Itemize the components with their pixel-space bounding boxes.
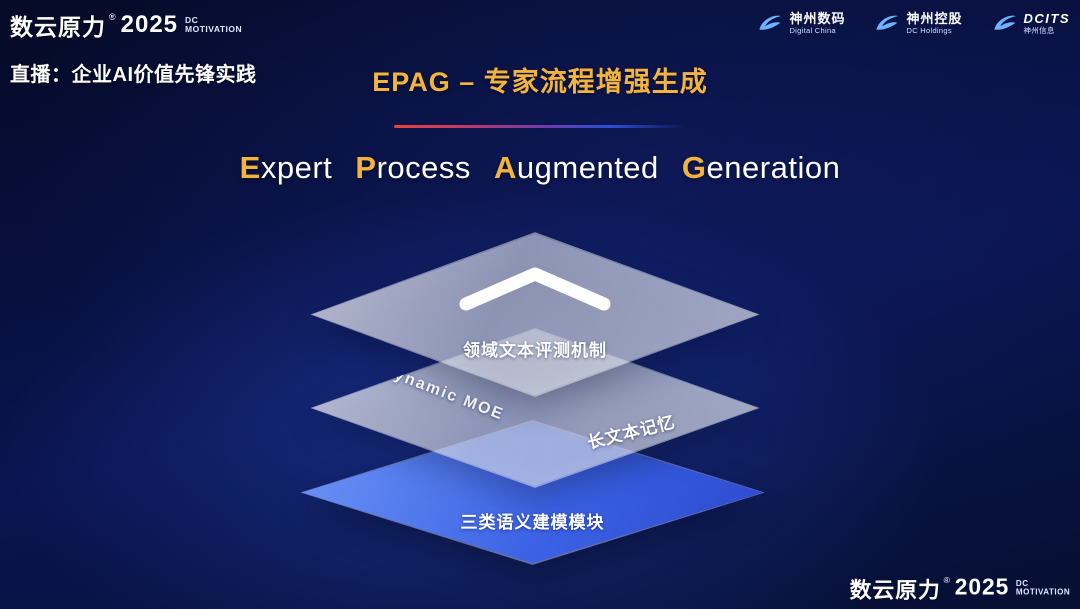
logo-digital-china: 神州数码 Digital China <box>756 10 845 37</box>
brand-tag-top: DC <box>185 15 199 26</box>
brand-logo-footer: 数云原力® 2025 DC MOTIVATION <box>849 572 1070 604</box>
live-stream-label: 直播：企业AI价值先锋实践 <box>10 64 257 86</box>
swoosh-icon <box>993 15 1016 30</box>
brand-name: 数云原力 <box>849 577 941 603</box>
subtitle: Expert Process Augmented Generation <box>0 150 1080 186</box>
brand-tagline: DC MOTIVATION <box>1016 579 1070 596</box>
layer-evaluation: 领域文本评测机制 <box>310 232 760 397</box>
page-title: EPAG – 专家流程增强生成 <box>372 67 708 97</box>
company-logos: 神州数码 Digital China 神州控股 DC Holdings DCIT… <box>756 10 1070 37</box>
brand-tagline: DC MOTIVATION <box>185 16 242 34</box>
subtitle-word: Process <box>355 150 471 185</box>
swoosh-icon <box>876 15 899 30</box>
logo-en-name: Digital China <box>789 25 836 35</box>
brand-registered-mark: ® <box>943 575 950 586</box>
logo-en-name: DCITS <box>1023 10 1070 26</box>
logo-en-name: DC Holdings <box>906 25 952 35</box>
brand-name: 数云原力 <box>10 14 106 40</box>
brand-logo-topleft: 数云原力® 2025 DC MOTIVATION <box>10 8 242 42</box>
brand-tag-top: DC <box>1015 578 1029 588</box>
brand-tag-bottom: MOTIVATION <box>185 24 243 34</box>
brand-registered-mark: ® <box>109 12 116 22</box>
layer-label-evaluation: 领域文本评测机制 <box>463 341 607 360</box>
layer-label-semantic-modules: 三类语义建模模块 <box>460 513 605 532</box>
swoosh-icon <box>759 15 782 30</box>
gradient-divider <box>394 125 686 128</box>
logo-cn-name: 神州数码 <box>789 10 846 26</box>
brand-year: 2025 <box>120 11 179 38</box>
subtitle-word: Generation <box>681 150 841 185</box>
chevron-up-icon <box>459 267 611 311</box>
logo-dc-holdings: 神州控股 DC Holdings <box>873 10 962 37</box>
logo-cn-name: 神州控股 <box>906 10 963 26</box>
layer-middle: Dynamic MOE 长文本记忆 <box>310 328 760 488</box>
logo-dcits: DCITS 神州信息 <box>991 10 1071 37</box>
subtitle-word: Expert <box>239 150 333 185</box>
logo-cn-name: 神州信息 <box>1023 25 1055 35</box>
brand-year: 2025 <box>954 574 1010 601</box>
brand-tag-bottom: MOTIVATION <box>1015 586 1070 597</box>
layer-semantic-modeling: 三类语义建模模块 <box>300 420 765 565</box>
subtitle-word: Augmented <box>494 150 659 185</box>
